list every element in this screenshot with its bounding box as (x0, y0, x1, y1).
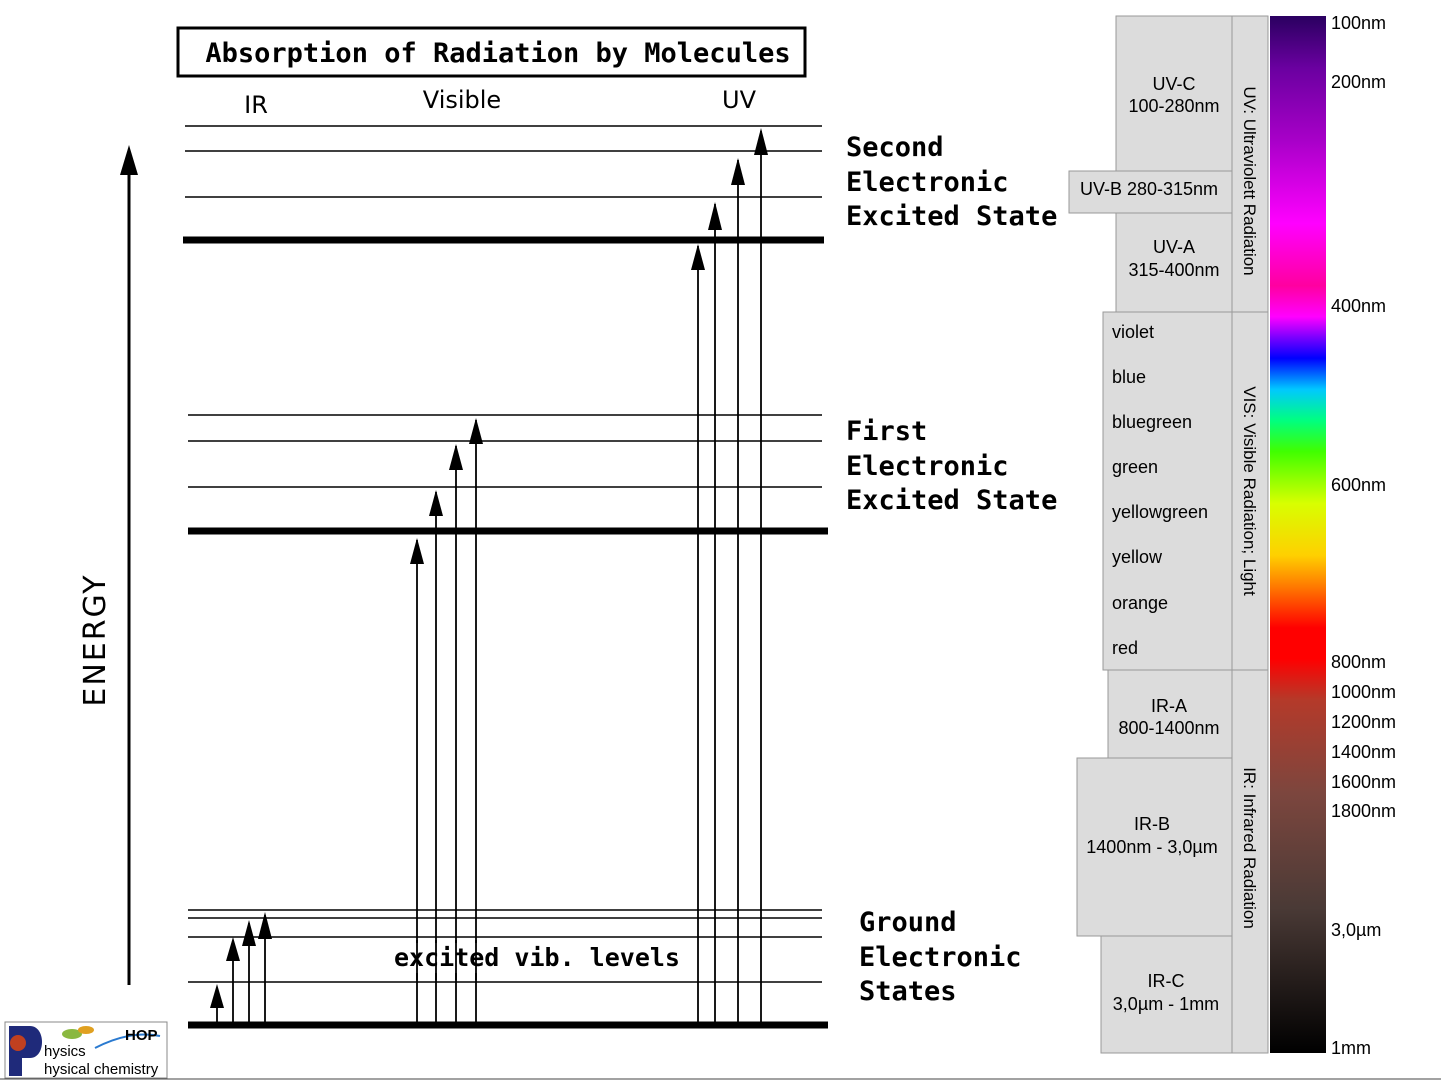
uv-a-box (1115, 212, 1233, 313)
second-state-levels (183, 125, 824, 244)
arrowhead (691, 244, 705, 270)
logo-leaf-icon (78, 1026, 94, 1034)
ir-a-range: 800-1400nm (1118, 718, 1219, 738)
excited-vib-levels-label: excited vib. levels (394, 943, 680, 972)
state-label-line: First (846, 416, 927, 447)
state-label-line: Ground (859, 907, 957, 938)
arrowhead (429, 490, 443, 516)
uv-b-label: UV-B 280-315nm (1080, 179, 1218, 199)
energy-axis-arrowhead (120, 145, 138, 175)
arrowhead (731, 158, 745, 185)
physics-chemistry-logo: HOP hysics hysical chemistry (4, 1021, 168, 1079)
arrowhead (210, 984, 224, 1008)
ir-category-label: IR (244, 91, 268, 119)
visible-colors-box (1102, 311, 1233, 671)
wavelength-tick: 1400nm (1331, 742, 1396, 762)
spectrum-panel: UV-C 100-280nm UV-B 280-315nm UV-A 315-4… (1068, 13, 1396, 1058)
arrowhead (449, 444, 463, 470)
state-label-line: Electronic (846, 451, 1009, 482)
arrowhead (226, 937, 240, 961)
state-label-line: Electronic (846, 167, 1009, 198)
wavelength-tick: 200nm (1331, 72, 1386, 92)
ir-b-range: 1400nm - 3,0µm (1086, 837, 1217, 857)
color-name: blue (1112, 367, 1146, 387)
vis-group-box (1231, 311, 1269, 671)
ir-group-label: IR: Infrared Radiation (1240, 767, 1259, 929)
arrowhead (258, 912, 272, 939)
ground-state-levels (188, 909, 828, 1029)
ir-b-name: IR-B (1134, 814, 1170, 834)
ir-b-box (1076, 757, 1233, 937)
wavelength-tick: 800nm (1331, 652, 1386, 672)
wavelength-tick: 1200nm (1331, 712, 1396, 732)
first-state-label: First Electronic Excited State (846, 416, 1057, 516)
uv-category-label: UV (722, 86, 757, 114)
ir-c-range: 3,0µm - 1mm (1113, 994, 1219, 1014)
color-name: green (1112, 457, 1158, 477)
visible-transitions (410, 418, 483, 1022)
second-state-label: Second Electronic Excited State (846, 132, 1057, 232)
vib-label-bg (392, 943, 684, 973)
arrowhead (469, 418, 483, 444)
uv-transitions (691, 128, 768, 1022)
logo-line2: hysical chemistry (44, 1061, 159, 1078)
spectrum-color-bar (1270, 16, 1326, 1053)
ground-state-label: Ground Electronic States (859, 907, 1022, 1007)
wavelength-tick: 400nm (1331, 296, 1386, 316)
diagram-title: Absorption of Radiation by Molecules (205, 38, 790, 69)
wavelength-tick: 3,0µm (1331, 920, 1381, 940)
wavelength-tick: 1600nm (1331, 772, 1396, 792)
state-label-line: Excited State (846, 201, 1057, 232)
uv-c-name: UV-C (1152, 74, 1195, 94)
ir-group-box (1231, 669, 1269, 1054)
vis-group-label: VIS: Visible Radiation; Light (1240, 386, 1259, 596)
state-label-line: Second (846, 132, 944, 163)
uv-group-label: UV: Ultraviolett Radiation (1240, 86, 1259, 275)
color-name: red (1112, 638, 1138, 658)
logo-swoosh (94, 1033, 161, 1049)
color-name: yellow (1112, 547, 1163, 567)
visible-category-label: Visible (423, 86, 501, 114)
color-name: bluegreen (1112, 412, 1192, 432)
state-label-line: States (859, 976, 957, 1007)
ir-c-box (1100, 935, 1233, 1054)
ir-a-box (1107, 669, 1233, 759)
title-box (176, 26, 807, 78)
logo-brand: HOP (125, 1027, 158, 1044)
wavelength-tick: 1800nm (1331, 801, 1396, 821)
logo-line1: hysics (44, 1043, 86, 1060)
state-label-line: Excited State (846, 485, 1057, 516)
arrowhead (242, 920, 256, 946)
uv-c-range: 100-280nm (1128, 96, 1219, 116)
uv-c-box (1115, 15, 1233, 172)
color-name: yellowgreen (1112, 502, 1208, 522)
logo-leaf-icon (62, 1029, 82, 1039)
energy-axis-label: ENERGY (78, 573, 113, 706)
wavelength-tick: 100nm (1331, 13, 1386, 33)
uv-a-range: 315-400nm (1128, 260, 1219, 280)
wavelength-tick: 1000nm (1331, 682, 1396, 702)
ir-a-name: IR-A (1151, 696, 1187, 716)
logo-atom-icon (10, 1035, 26, 1051)
color-name: violet (1112, 322, 1154, 342)
wavelength-tick: 1mm (1331, 1038, 1371, 1058)
arrowhead (754, 128, 768, 155)
arrowhead (708, 202, 722, 230)
uv-a-name: UV-A (1153, 237, 1195, 257)
state-label-line: Electronic (859, 942, 1022, 973)
ir-transitions (210, 912, 272, 1022)
color-name: orange (1112, 593, 1168, 613)
wavelength-tick: 600nm (1331, 475, 1386, 495)
uv-group-box (1231, 15, 1269, 313)
arrowhead (410, 538, 424, 564)
ir-c-name: IR-C (1148, 971, 1185, 991)
first-state-levels (188, 414, 828, 535)
